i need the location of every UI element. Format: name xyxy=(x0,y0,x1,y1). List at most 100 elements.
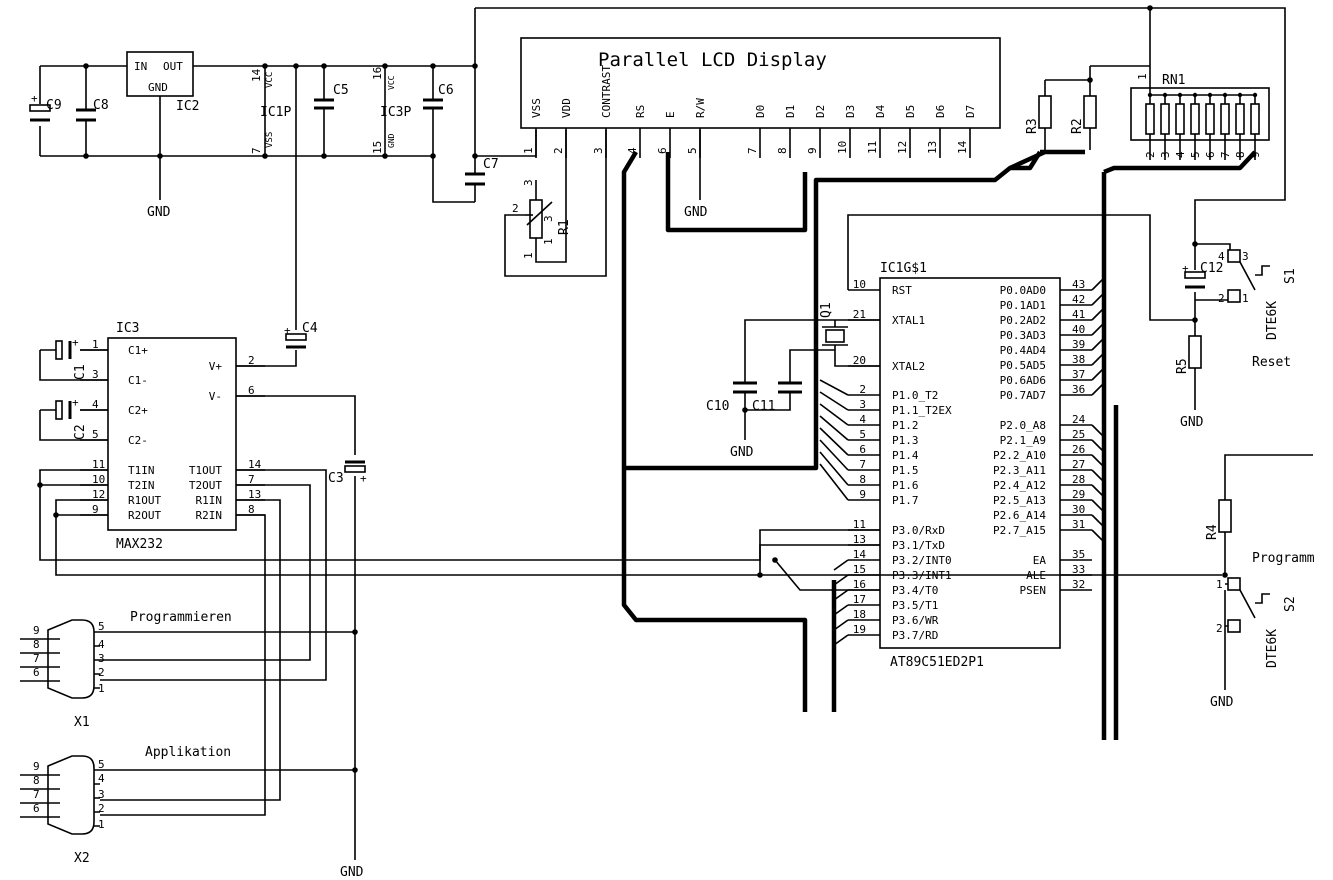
svg-text:+: + xyxy=(31,92,38,105)
rn1-element xyxy=(1175,103,1185,135)
lcd-pin-number: 4 xyxy=(626,147,639,154)
mcu-left-pin-number: 5 xyxy=(859,428,866,441)
mcu-left-pin-label: P3.7/RD xyxy=(892,629,938,642)
lcd-pin-label: D1 xyxy=(784,105,797,118)
rn1-pin: 8 xyxy=(1234,151,1247,158)
x1-caption: Programmieren xyxy=(130,610,232,625)
max232-right-pin-number: 7 xyxy=(248,473,255,486)
x2-pin5: 5 xyxy=(98,758,105,771)
buses xyxy=(621,149,1257,740)
x2-pin4: 4 xyxy=(98,772,105,785)
mcu-left-pin-number: 21 xyxy=(853,308,866,321)
mcu-left-pin-label: P3.0/RxD xyxy=(892,524,945,537)
mcu-left-pin-number: 13 xyxy=(853,533,866,546)
rn1-pin: 9 xyxy=(1249,151,1262,158)
mcu-left-pin-number: 10 xyxy=(853,278,866,291)
rn1-element xyxy=(1235,103,1245,135)
lcd-pin-number: 14 xyxy=(956,140,969,154)
mcu-right-pin-number: 28 xyxy=(1072,473,1085,486)
mcu-left-pin-label: P1.5 xyxy=(892,464,919,477)
mcu-left-pin-number: 7 xyxy=(859,458,866,471)
r1-wiper-1: 1 xyxy=(542,238,555,245)
reset-circuit: + C12 R5 GND S1 DTE6K Reset 4 2 3 1 xyxy=(1175,241,1298,430)
lcd-display: Parallel LCD Display VSS1VDD2CONTRAST3RS… xyxy=(504,37,1001,277)
max232-left-pin-label: C1+ xyxy=(128,344,148,357)
mcu-left-pin-label: P1.6 xyxy=(892,479,919,492)
rn1-label: RN1 xyxy=(1162,73,1185,88)
r2-resistor xyxy=(1083,95,1097,129)
lcd-pin-number: 7 xyxy=(746,147,759,154)
r1-wiper-3: 3 xyxy=(542,215,555,222)
mcu-left-pin-number: 16 xyxy=(853,578,866,591)
max232-right-pin-number: 8 xyxy=(248,503,255,516)
x2-caption: Applikation xyxy=(145,745,231,760)
c6-label: C6 xyxy=(438,83,454,98)
c3-label: C3 xyxy=(328,471,344,486)
crystal-section: Q1 C10 C11 GND xyxy=(706,302,880,460)
ic3p-label: IC3P xyxy=(380,105,411,120)
svg-text:+: + xyxy=(72,336,79,349)
mcu-left-pin-number: 19 xyxy=(853,623,866,636)
mcu-right-pin-number: 33 xyxy=(1072,563,1085,576)
mcu-right-pin-label: P2.4_A12 xyxy=(993,479,1046,492)
lcd-pin-number: 11 xyxy=(866,141,879,154)
max232-left-pin-label: C2+ xyxy=(128,404,148,417)
r1-pin2: 2 xyxy=(512,202,519,215)
s1-pin1: 1 xyxy=(1242,292,1249,305)
ic1p-pin7: 7 xyxy=(250,147,263,154)
mcu-right-pin-number: 38 xyxy=(1072,353,1085,366)
vcc-rail-top xyxy=(475,7,1286,244)
max232-name: IC3 xyxy=(116,321,139,336)
ic2-in-label: IN xyxy=(134,60,147,73)
mcu-left-pin-label: P1.1_T2EX xyxy=(892,404,952,417)
svg-text:+: + xyxy=(284,324,291,337)
lcd-pin-label: CONTRAST xyxy=(600,65,613,118)
max232-right-pin-label: R1IN xyxy=(196,494,223,507)
rn1-pin: 3 xyxy=(1159,151,1172,158)
mcu-right-pin-number: 36 xyxy=(1072,383,1085,396)
lcd-pin-number: 8 xyxy=(776,147,789,154)
max232-body xyxy=(107,337,237,531)
mcu-right-pin-label: PSEN xyxy=(1020,584,1047,597)
max232-left-pin-label: C2- xyxy=(128,434,148,447)
lcd-pin-number: 5 xyxy=(686,147,699,154)
mcu-left-pin-number: 6 xyxy=(859,443,866,456)
c1-label: C1 xyxy=(73,364,88,380)
lcd-pin-label: D0 xyxy=(754,105,767,118)
rn1-pin: 6 xyxy=(1204,151,1217,158)
max232-right-pin-label: T2OUT xyxy=(189,479,222,492)
ic1p-vcc: VCC xyxy=(265,72,275,88)
mcu-left-pin-label: P1.2 xyxy=(892,419,919,432)
mcu-right-pin-number: 26 xyxy=(1072,443,1085,456)
mcu-left-pin-label: P1.3 xyxy=(892,434,919,447)
c8-label: C8 xyxy=(93,98,109,113)
lcd-body xyxy=(520,37,1001,129)
mcu-right-pin-label: P2.3_A11 xyxy=(993,464,1046,477)
connector-x1: Programmieren 5 4 3 2 1 9 8 7 6 X1 xyxy=(20,610,355,730)
rn1-pin: 7 xyxy=(1219,151,1232,158)
max232-right-pin-number: 2 xyxy=(248,354,255,367)
mcu-right-pin-number: 37 xyxy=(1072,368,1085,381)
mcu-right-pin-number: 35 xyxy=(1072,548,1085,561)
mcu-left-pin-number: 15 xyxy=(853,563,866,576)
rn1-element xyxy=(1250,103,1260,135)
mcu-left-pin-label: P1.4 xyxy=(892,449,919,462)
mcu-left-pin-number: 9 xyxy=(859,488,866,501)
r4-label: R4 xyxy=(1205,524,1220,540)
r5-resistor xyxy=(1188,335,1202,369)
lcd-pin-label: D4 xyxy=(874,104,887,118)
q1-crystal xyxy=(825,329,845,343)
lcd-pin-number: 3 xyxy=(592,147,605,154)
s2-pin2: 2 xyxy=(1216,622,1223,635)
mcu-left-pin-number: 17 xyxy=(853,593,866,606)
max232-left-pin-number: 1 xyxy=(92,338,99,351)
max232-left-pin-number: 10 xyxy=(92,473,105,486)
ic2-out-label: OUT xyxy=(163,60,183,73)
mcu-right-pin-label: P0.5AD5 xyxy=(1000,359,1046,372)
mcu-left-pin-label: P3.6/WR xyxy=(892,614,939,627)
mcu-left-pin-label: XTAL1 xyxy=(892,314,925,327)
mcu-right-pin-label: P2.5_A13 xyxy=(993,494,1046,507)
mcu-right-pin-label: P0.0AD0 xyxy=(1000,284,1046,297)
